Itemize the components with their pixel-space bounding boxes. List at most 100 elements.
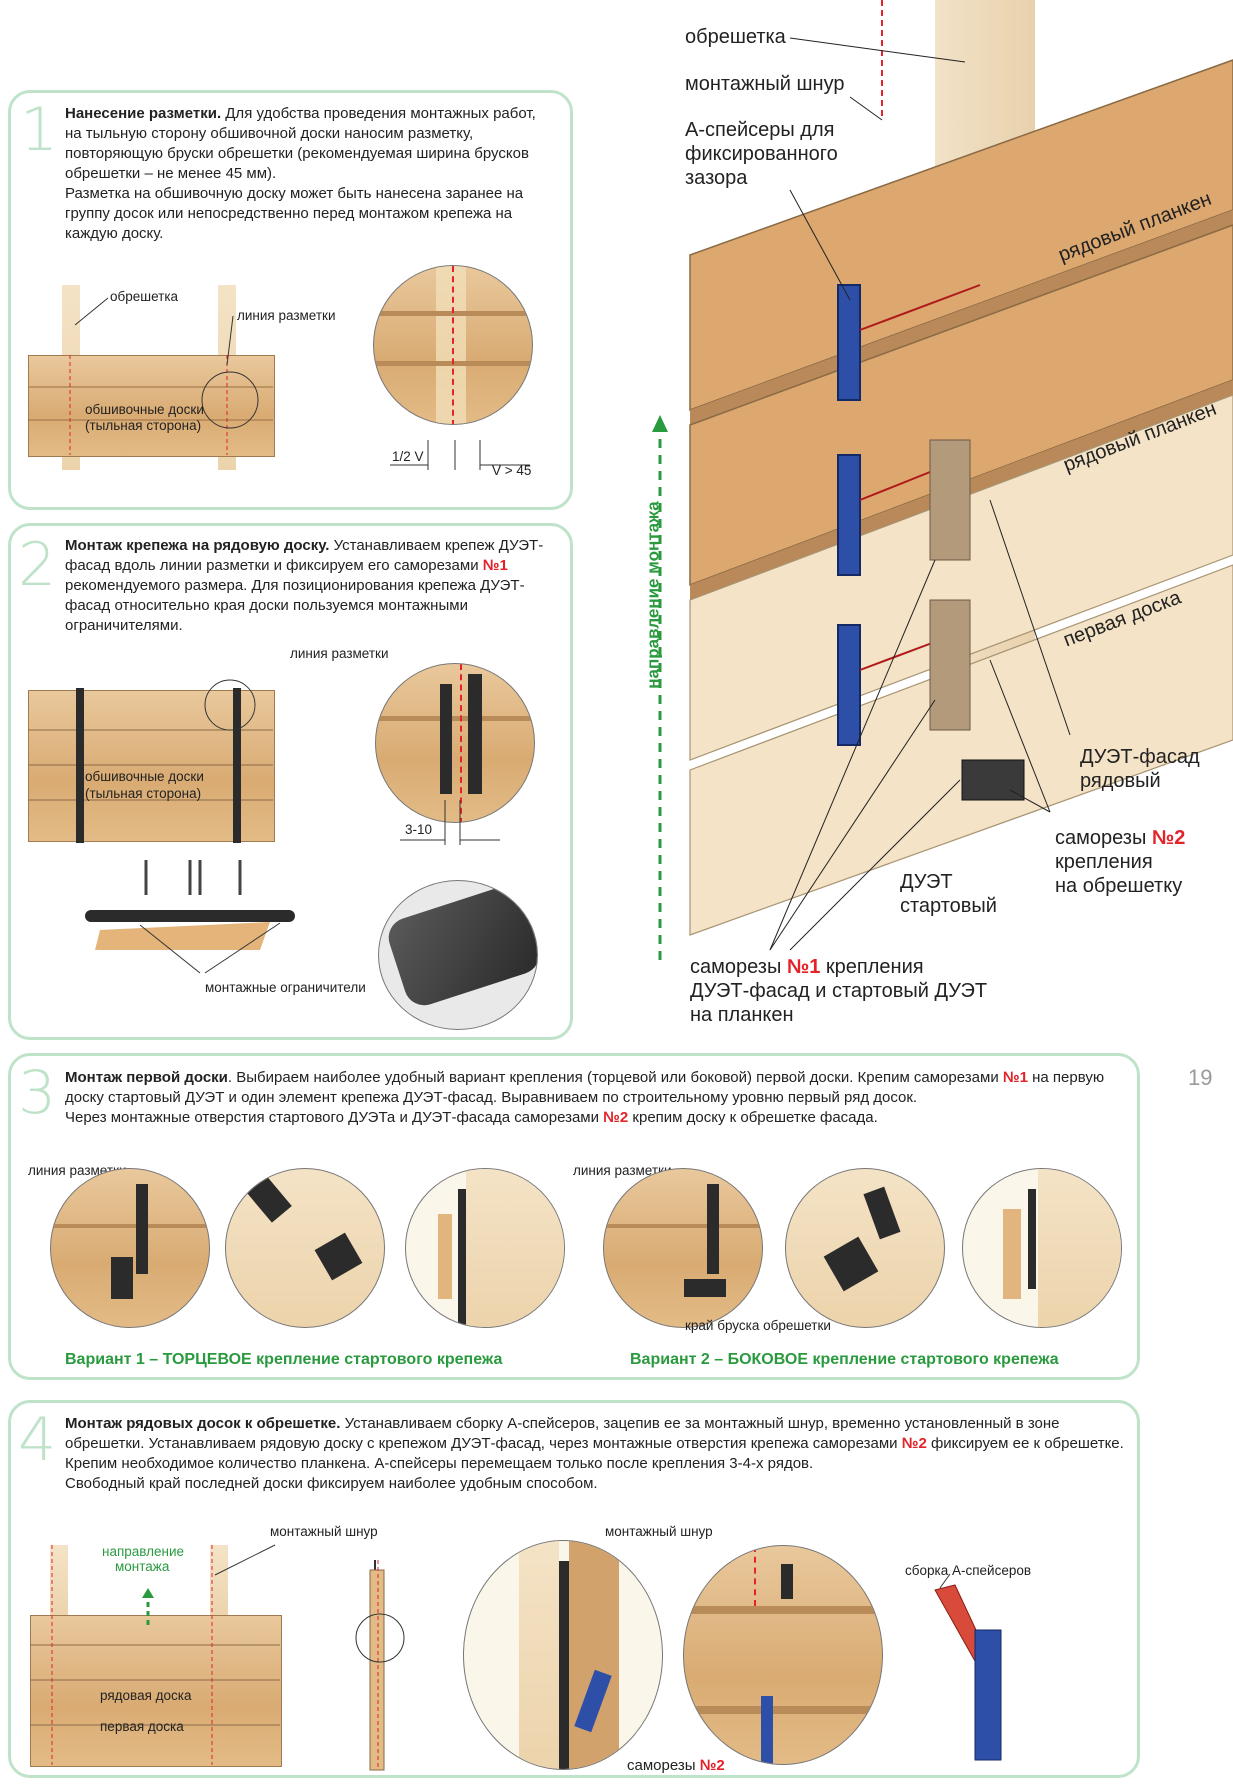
step4-label-dir-1: направление: [102, 1544, 185, 1559]
step2-label-line: линия разметки: [290, 646, 389, 661]
screws2-word: саморезы: [1055, 827, 1147, 849]
step3-circle-4: [603, 1168, 763, 1328]
step4-side-view: [355, 1560, 405, 1771]
step4-text-2: фиксируем ее к обрешетке. Крепим необход…: [65, 1435, 1124, 1472]
step2-detail-circle-top: [375, 663, 535, 823]
step4-label-cord-1: монтажный шнур: [270, 1524, 378, 1539]
step4-label-dir-2: монтажа: [115, 1559, 170, 1574]
step3-text: Монтаж первой доски. Выбираем наиболее у…: [65, 1068, 1125, 1128]
step3-circle-1: [50, 1168, 210, 1328]
screws1-line: на планкен: [690, 1004, 794, 1026]
step2-dim: 3-10: [405, 822, 433, 837]
step1-title: Нанесение разметки.: [65, 105, 222, 122]
step4-label-cord-2: монтажный шнур: [605, 1524, 713, 1539]
step4-text: Монтаж рядовых досок к обрешетке. Устана…: [65, 1414, 1125, 1494]
main-label-duet-start: ДУЭТ стартовый: [900, 870, 997, 918]
step1-dim-2: V > 45: [492, 463, 532, 478]
step4-circle-2: [683, 1545, 883, 1765]
step4-text-3: Свободный край последней доски фиксируем…: [65, 1475, 598, 1492]
screws1-num: №1: [786, 956, 821, 978]
step3-text-4: крепим доску к обрешетке фасада.: [628, 1109, 878, 1126]
step2-dimension: [400, 800, 500, 845]
step4-lines: [30, 1544, 280, 1765]
step2-text: Монтаж крепежа на рядовую доску. Устанав…: [65, 536, 550, 636]
step1-text-1: Для удобства проведения монтажных работ,…: [65, 105, 536, 182]
step3-text-1: . Выбираем наиболее удобный вариант креп…: [227, 1069, 1003, 1086]
step1-dimension: [390, 440, 530, 470]
step3-number: 3: [18, 1058, 57, 1128]
page-number: 19: [1188, 1065, 1213, 1090]
step4-label-assembly: сборка А-спейсеров: [905, 1563, 1032, 1578]
step4-num: №2: [901, 1435, 927, 1452]
step1-label-batten: обрешетка: [110, 289, 179, 304]
step4-screws-num: №2: [699, 1757, 725, 1774]
step4-batten-right: [210, 1545, 228, 1620]
main-label-obreshetka: обрешетка: [685, 26, 786, 48]
step1-text-2: Разметка на обшивочную доску может быть …: [65, 185, 524, 242]
step2-text-2: рекомендуемого размера. Для позициониров…: [65, 577, 525, 634]
step4-number: 4: [18, 1405, 57, 1475]
main-label-screws2: саморезы №2 крепления на обрешетку: [1055, 826, 1185, 898]
step4-circle-1: [463, 1540, 663, 1770]
step4-assembly: [934, 1573, 1002, 1761]
spacers-line: А-спейсеры для: [685, 119, 835, 141]
step3-num-1: №1: [1002, 1069, 1028, 1086]
step3-label-line-2: линия разметки: [573, 1163, 672, 1178]
duet-start-line: стартовый: [900, 895, 997, 917]
step2-label-limiters: монтажные ограничители: [205, 980, 366, 995]
step4-label-screws: саморезы №2: [627, 1757, 725, 1774]
step3-circle-3: [405, 1168, 565, 1328]
step3-num-2: №2: [603, 1109, 629, 1126]
step3-circle-2: [225, 1168, 385, 1328]
step2-title: Монтаж крепежа на рядовую доску.: [65, 537, 330, 554]
step2-num: №1: [482, 557, 508, 574]
screws2-line: крепления: [1055, 851, 1153, 873]
step2-number: 2: [18, 530, 57, 600]
main-label-screws1: саморезы №1 крепления ДУЭТ-фасад и старт…: [690, 955, 987, 1027]
step3-label-edge: край бруска обрешетки: [685, 1318, 831, 1333]
step2-lines: [28, 679, 273, 843]
screws1-line: ДУЭТ-фасад и стартовый ДУЭТ: [690, 980, 988, 1002]
step1-label-line: линия разметки: [237, 308, 336, 323]
duet-facade-line: ДУЭТ-фасад: [1080, 746, 1200, 768]
duet-start-line: ДУЭТ: [900, 871, 953, 893]
step4-label-first: первая доска: [100, 1719, 184, 1734]
step1-detail-circle: [373, 265, 533, 425]
step4-screws-word: саморезы: [627, 1757, 696, 1774]
spacers-line: фиксированного: [685, 143, 838, 165]
step2-label-boards-2: (тыльная сторона): [85, 786, 202, 801]
step3-variant-1: Вариант 1 – ТОРЦЕВОЕ крепление стартовог…: [65, 1351, 503, 1368]
step2-label-boards-1: обшивочные доски: [85, 769, 204, 784]
step1-lines: [28, 297, 273, 455]
step4-boards: [30, 1615, 282, 1767]
screws1-word-2: крепления: [825, 956, 924, 978]
main-label-duet-facade: ДУЭТ-фасад рядовый: [1080, 745, 1200, 793]
main-label-spacers: А-спейсеры для фиксированного зазора: [685, 118, 838, 190]
step4-label-row: рядовая доска: [100, 1688, 192, 1703]
step4-text-1: Устанавливаем сборку А-спейсеров, зацепи…: [65, 1415, 1060, 1452]
step4-batten-left: [50, 1545, 68, 1620]
duet-facade-line: рядовый: [1080, 770, 1161, 792]
spacers-line: зазора: [685, 167, 748, 189]
step1-label-boards-2: (тыльная сторона): [85, 418, 202, 433]
step1-dim-1: 1/2 V: [392, 449, 424, 464]
step1-number: 1: [20, 95, 59, 165]
screws2-line: на обрешетку: [1055, 875, 1183, 897]
screws2-num: №2: [1151, 827, 1186, 849]
main-direction-label: направление монтажа: [643, 501, 663, 689]
main-cord: [652, 0, 1233, 960]
step3-circle-6: [962, 1168, 1122, 1328]
step1-label-boards-1: обшивочные доски: [85, 402, 204, 417]
main-label-cord: монтажный шнур: [685, 73, 845, 95]
step2-limiter-diagram: [85, 860, 295, 974]
step3-title: Монтаж первой доски: [65, 1069, 228, 1086]
step4-title: Монтаж рядовых досок к обрешетке.: [65, 1415, 341, 1432]
step3-variant-2: Вариант 2 – БОКОВОЕ крепление стартового…: [630, 1351, 1059, 1368]
step3-text-2: на первую доску стартовый ДУЭТ и один эл…: [65, 1069, 1105, 1106]
screws1-word: саморезы: [690, 956, 782, 978]
step1-text: Нанесение разметки. Для удобства проведе…: [65, 104, 550, 244]
step2-detail-circle-bottom: [378, 880, 538, 1030]
step2-text-1: Устанавливаем крепеж ДУЭТ-фасад вдоль ли…: [65, 537, 544, 574]
step3-text-3: Через монтажные отверстия стартового ДУЭ…: [65, 1109, 604, 1126]
step3-circle-5: [785, 1168, 945, 1328]
